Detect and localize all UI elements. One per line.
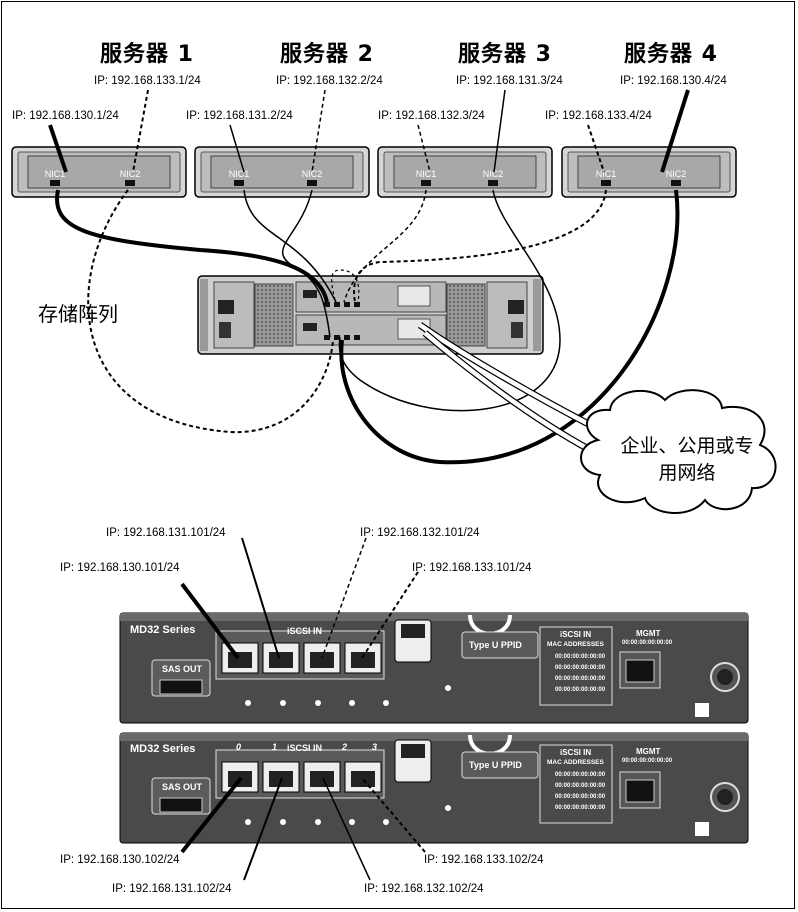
network-cloud: [580, 389, 777, 514]
panel-bottom-mac-3: 00:00:00:00:00:00: [555, 805, 606, 811]
server-3: [377, 146, 553, 198]
panel-bottom-ppid: Type U PPID: [469, 760, 522, 770]
iscsi-ports-top: [221, 642, 382, 674]
panel-top-mac-0: 00:00:00:00:00:00: [555, 654, 606, 660]
server-4-ip-nic2: IP: 192.168.130.4/24: [620, 75, 727, 87]
iscsi-ports-bottom: [221, 761, 382, 793]
panel-cables-top: [180, 537, 419, 660]
panel-bottom-port-1: 1: [272, 742, 278, 752]
panel-bottom-mac-header: MAC ADDRESSES: [547, 759, 604, 766]
server-2-ip-nic2: IP: 192.168.132.2/24: [276, 75, 383, 87]
panel-top-sas-out: SAS OUT: [162, 664, 203, 674]
nic1-label-s1: NIC1: [45, 169, 66, 179]
server-4-title: 服务器 4: [624, 42, 718, 67]
panel-bottom-port-0: 0: [236, 742, 242, 752]
panel-top-mac-3: 00:00:00:00:00:00: [555, 687, 606, 693]
server-2: [194, 146, 370, 198]
controller-0-port0-ip: IP: 192.168.130.101/24: [60, 562, 180, 574]
cloud-label-line-2: 用网络: [658, 462, 716, 484]
controller-0-port2-ip: IP: 192.168.132.101/24: [360, 527, 480, 539]
panel-top-series: MD32 Series: [130, 624, 196, 636]
cables: [55, 189, 680, 465]
storage-array-label: 存储阵列: [38, 302, 118, 326]
panel-top-mgmt: MGMT: [636, 629, 661, 638]
server-3-ip-nic1: IP: 192.168.132.3/24: [378, 110, 485, 122]
server-1: [11, 146, 187, 198]
server-1-title: 服务器 1: [100, 42, 194, 67]
server-4: [561, 146, 737, 198]
controller-0-port3-ip: IP: 192.168.133.101/24: [412, 562, 532, 574]
panel-bottom-port-3: 3: [372, 742, 378, 752]
nic2-label-s2: NIC2: [302, 169, 323, 179]
panel-top-mac-title: iSCSI IN: [560, 630, 592, 639]
server-2-title: 服务器 2: [280, 42, 374, 67]
server-1-ip-nic2: IP: 192.168.133.1/24: [94, 75, 201, 87]
nic1-label-s4: NIC1: [596, 169, 617, 179]
nic2-label-s3: NIC2: [483, 169, 504, 179]
panel-top-mgmt-mac: 00:00:00:00:00:00: [622, 640, 673, 646]
panel-bottom-mac-2: 00:00:00:00:00:00: [555, 794, 606, 800]
panel-bottom-port-2: 2: [342, 742, 348, 752]
controller-1-port0-ip: IP: 192.168.130.102/24: [60, 854, 180, 866]
panel-bottom-mgmt-mac: 00:00:00:00:00:00: [622, 758, 673, 764]
panel-bottom-iscsi-in: iSCSI IN: [287, 743, 323, 753]
panel-bottom-mgmt: MGMT: [636, 747, 661, 756]
panel-top-mac-2: 00:00:00:00:00:00: [555, 676, 606, 682]
nic2-label-s1: NIC2: [120, 169, 141, 179]
controller-1-port3-ip: IP: 192.168.133.102/24: [424, 854, 544, 866]
panel-bottom-sas-out: SAS OUT: [162, 782, 203, 792]
server-3-title: 服务器 3: [458, 42, 552, 67]
panel-cables-bottom: [180, 776, 426, 881]
panel-bottom-mac-title: iSCSI IN: [560, 748, 592, 757]
panel-bottom-mac-1: 00:00:00:00:00:00: [555, 783, 606, 789]
controller-1-port2-ip: IP: 192.168.132.102/24: [364, 883, 484, 895]
cloud-label-line-1: 企业、公用或专: [620, 435, 754, 457]
nic1-label-s2: NIC1: [229, 169, 250, 179]
panel-bottom-series: MD32 Series: [130, 743, 196, 755]
nic2-label-s4: NIC2: [666, 169, 687, 179]
panel-top-ppid: Type U PPID: [469, 640, 522, 650]
panel-top-mac-header: MAC ADDRESSES: [547, 641, 604, 648]
server-2-ip-nic1: IP: 192.168.131.2/24: [186, 110, 293, 122]
ip-leader-lines: [48, 89, 690, 173]
server-3-ip-nic2: IP: 192.168.131.3/24: [456, 75, 563, 87]
cloud-label: 企业、公用或专 用网络: [602, 433, 772, 487]
nic1-label-s3: NIC1: [416, 169, 437, 179]
panel-top-mac-1: 00:00:00:00:00:00: [555, 665, 606, 671]
server-4-ip-nic1: IP: 192.168.133.4/24: [545, 110, 652, 122]
panel-top-iscsi-in: iSCSI IN: [287, 626, 323, 636]
controller-1-port1-ip: IP: 192.168.131.102/24: [112, 883, 232, 895]
controller-0-port1-ip: IP: 192.168.131.101/24: [106, 527, 226, 539]
panel-bottom-mac-0: 00:00:00:00:00:00: [555, 772, 606, 778]
server-1-ip-nic1: IP: 192.168.130.1/24: [12, 110, 119, 122]
storage-array: [197, 275, 544, 355]
status-leds: [245, 685, 451, 825]
